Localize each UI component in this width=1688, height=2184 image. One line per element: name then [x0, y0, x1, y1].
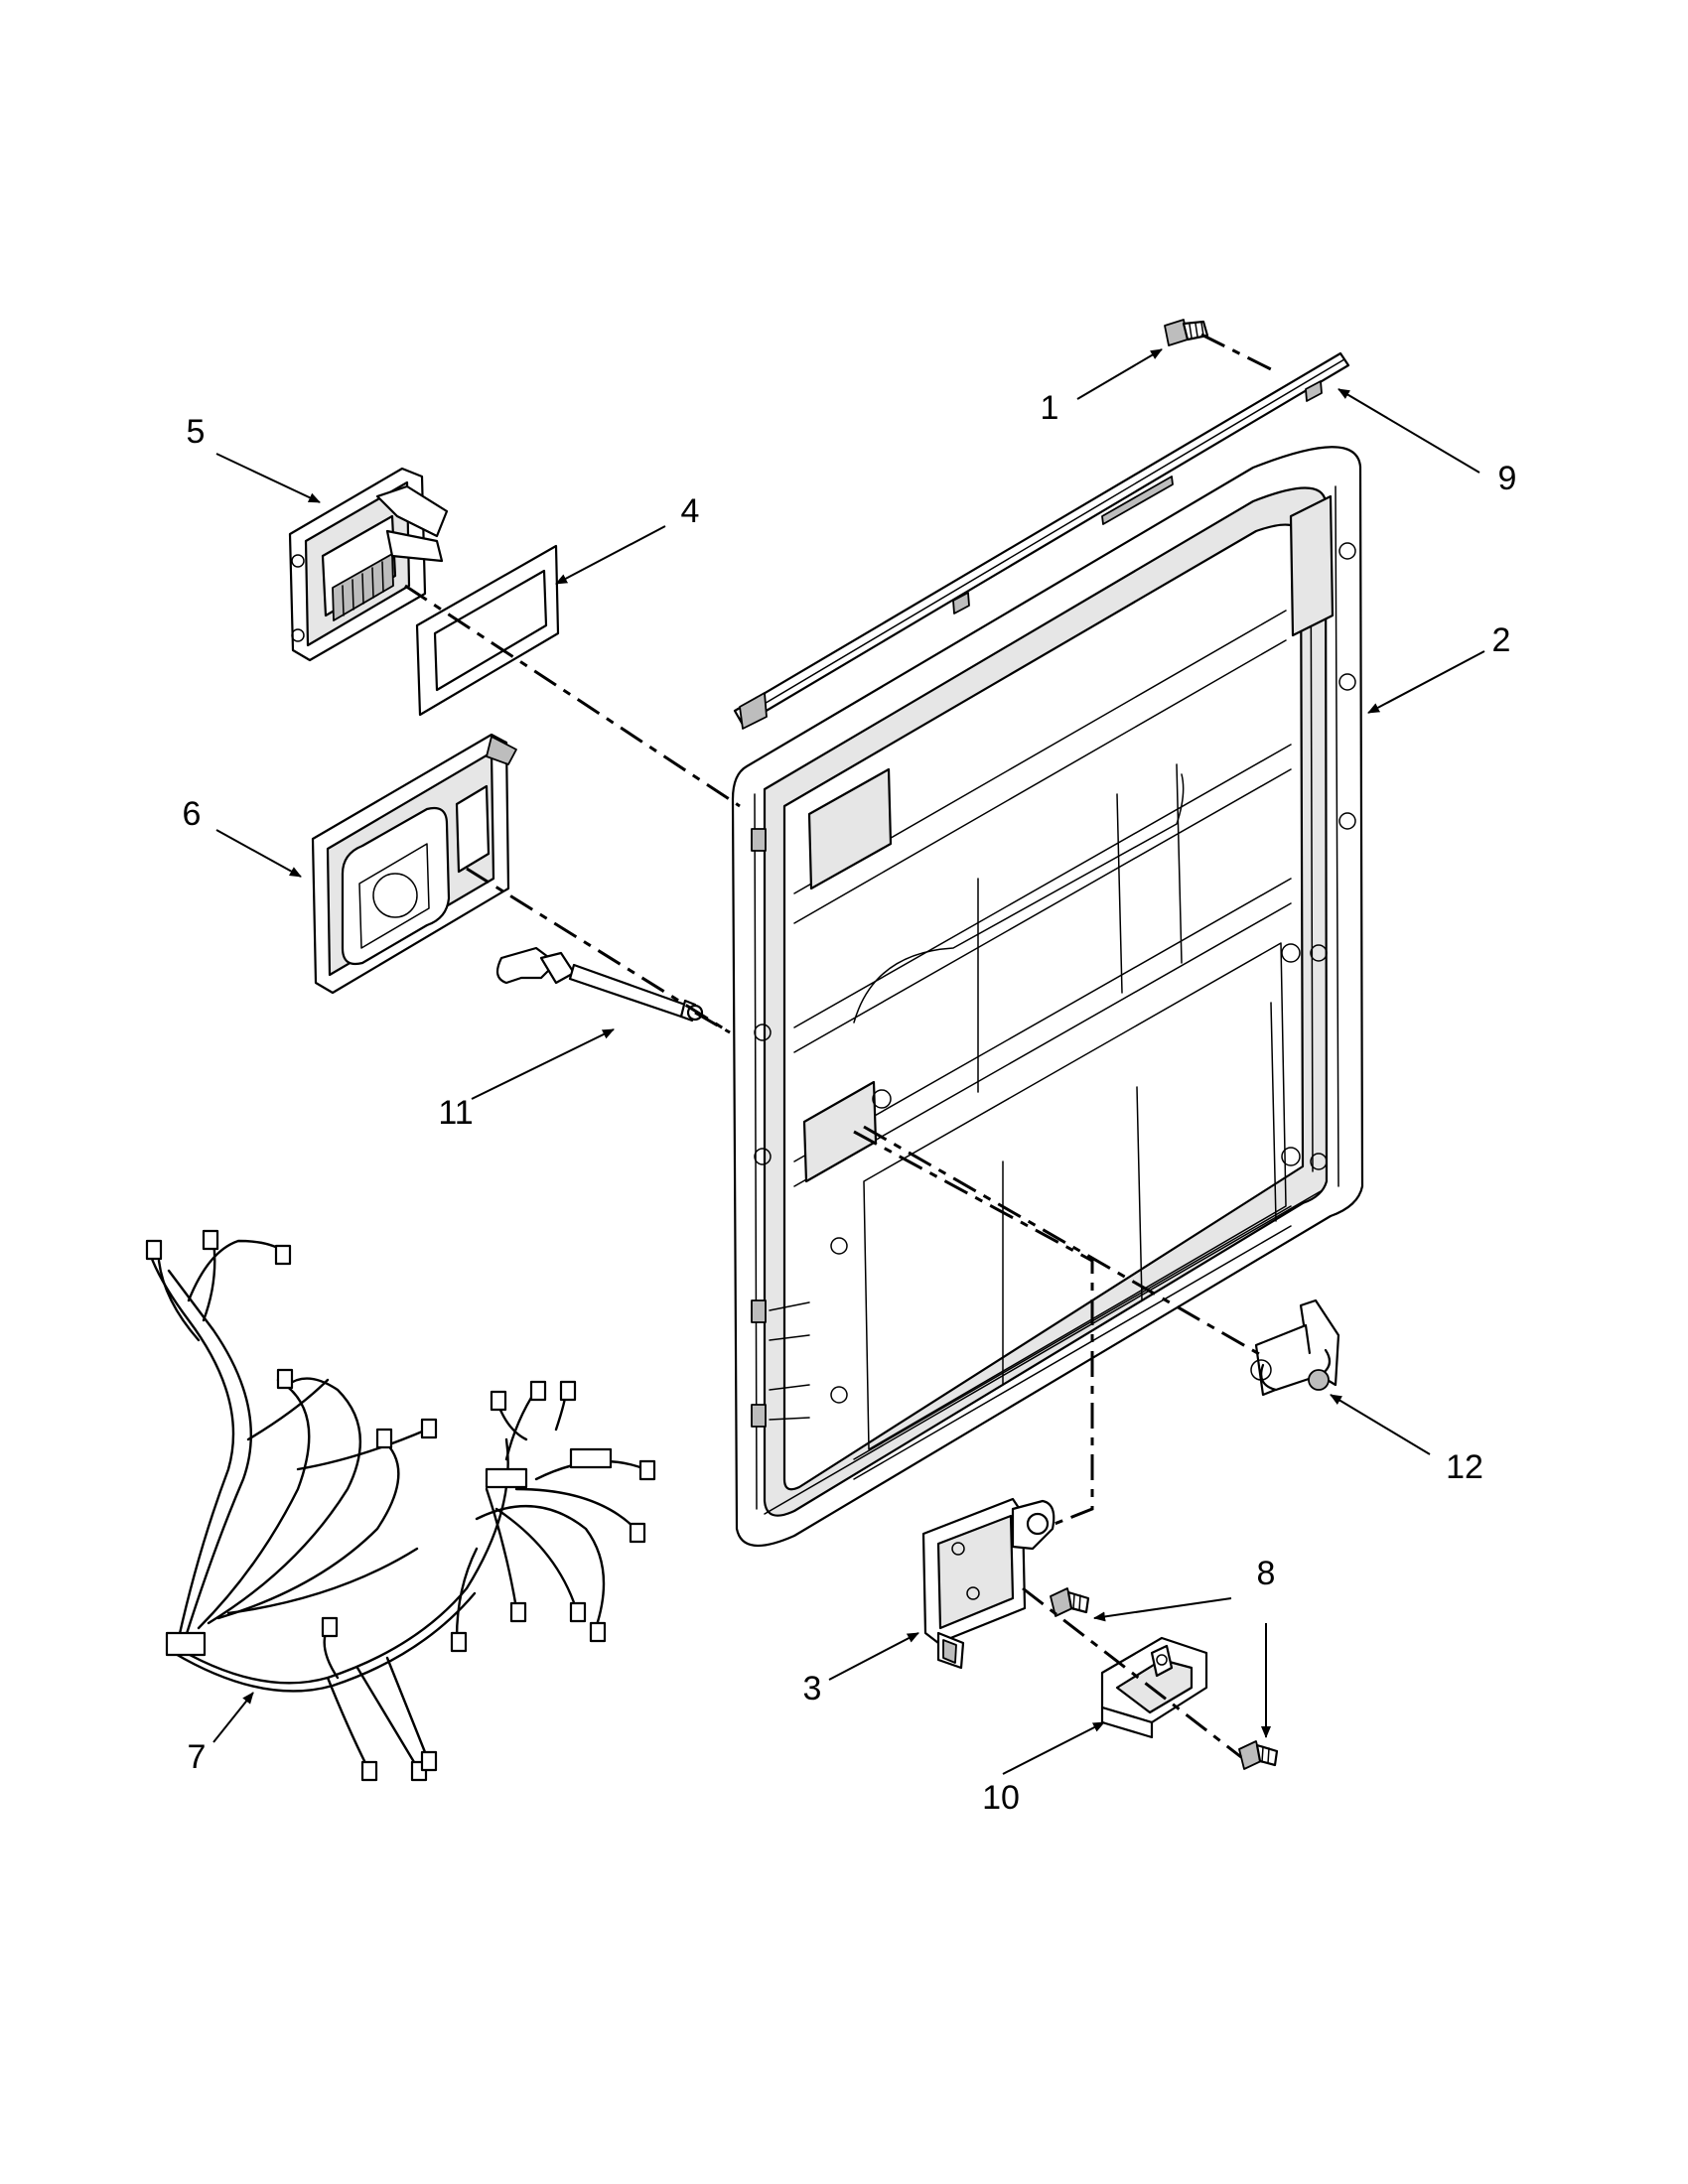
- callout-2: 2: [1492, 621, 1511, 659]
- dispenser-cover: [288, 467, 449, 662]
- callout-3: 3: [803, 1670, 822, 1707]
- callout-4: 4: [681, 492, 700, 530]
- leader-lines: [212, 348, 1485, 1775]
- callout-6: 6: [183, 795, 202, 833]
- door-switch: [921, 1497, 1055, 1670]
- latch-rod: [495, 946, 704, 1023]
- switch-bracket: [1100, 1636, 1208, 1739]
- callout-7: 7: [188, 1738, 207, 1776]
- door-top-trim: [733, 351, 1350, 730]
- wire-harness: [145, 1229, 656, 1782]
- dispenser-assembly: [311, 733, 517, 995]
- screw-8b: [1238, 1740, 1279, 1770]
- callout-9: 9: [1498, 460, 1517, 497]
- callout-5: 5: [187, 413, 206, 451]
- callout-1: 1: [1041, 389, 1059, 427]
- assembly-lines: [404, 333, 1272, 1759]
- inner-door-panel: [731, 446, 1364, 1548]
- screw-1: [1164, 319, 1209, 346]
- callout-12: 12: [1446, 1448, 1483, 1486]
- callout-10: 10: [982, 1779, 1020, 1817]
- callout-labels: 1 2 3 4 5 6 7 8 9 10 11 12: [183, 389, 1517, 1817]
- callout-8: 8: [1257, 1555, 1276, 1592]
- callout-11: 11: [438, 1094, 473, 1132]
- dispenser-gasket: [415, 544, 560, 717]
- screw-8a: [1050, 1587, 1090, 1617]
- latch-bracket: [1250, 1298, 1340, 1397]
